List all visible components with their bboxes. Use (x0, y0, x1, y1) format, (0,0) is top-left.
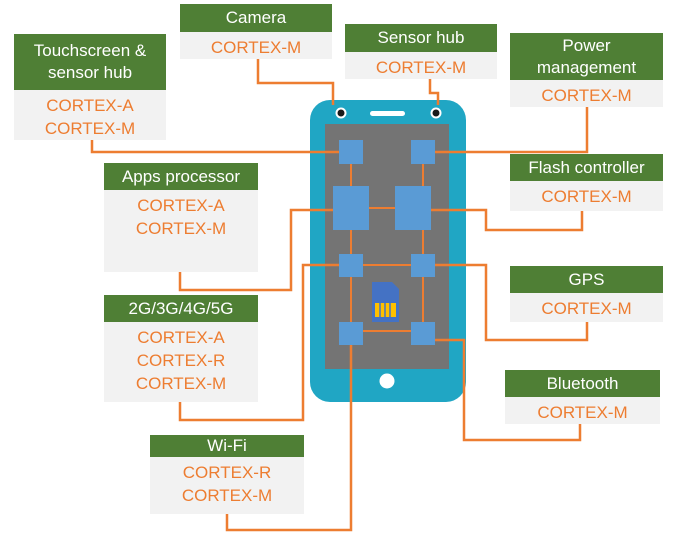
wire-apps (178, 208, 333, 292)
gps-cores: CORTEX-M (510, 293, 663, 322)
front-camera-icon (335, 107, 347, 119)
bluetooth-box: Bluetooth CORTEX-M (505, 370, 660, 424)
touchscreen-title: Touchscreen & sensor hub (14, 34, 166, 90)
sensor-hub-title: Sensor hub (345, 24, 497, 52)
gps-title: GPS (510, 266, 663, 293)
modem-cores: CORTEX-A CORTEX-R CORTEX-M (104, 322, 258, 402)
sim-card-icon (372, 282, 399, 322)
chips (333, 140, 435, 345)
wire-bluetooth (435, 338, 582, 442)
flash-box: Flash controller CORTEX-M (510, 154, 663, 211)
wire-modem (178, 263, 339, 422)
wire-power (435, 107, 589, 154)
phone-speaker (370, 111, 405, 116)
internal-traces (350, 164, 424, 332)
wire-sensor-hub (428, 79, 440, 105)
chip-apps-processor (333, 186, 369, 230)
touchscreen-cores: CORTEX-A CORTEX-M (14, 90, 166, 140)
touchscreen-box: Touchscreen & sensor hub CORTEX-A CORTEX… (14, 34, 166, 140)
bluetooth-title: Bluetooth (505, 370, 660, 397)
chip-flash (395, 186, 431, 230)
chip-gps (411, 254, 435, 277)
connector-wires (90, 59, 589, 532)
camera-box: Camera CORTEX-M (180, 4, 332, 59)
flash-cores: CORTEX-M (510, 181, 663, 211)
wifi-cores: CORTEX-R CORTEX-M (150, 457, 304, 514)
chip-wifi (339, 322, 363, 345)
home-button (379, 373, 395, 389)
power-cores: CORTEX-M (510, 80, 663, 107)
wire-gps (435, 263, 589, 342)
camera-title: Camera (180, 4, 332, 32)
wire-camera (256, 59, 335, 105)
apps-processor-cores: CORTEX-A CORTEX-M (104, 190, 258, 272)
chip-modem (339, 254, 363, 277)
sensor-hub-box: Sensor hub CORTEX-M (345, 24, 497, 79)
power-box: Power management CORTEX-M (510, 33, 663, 107)
apps-processor-box: Apps processor CORTEX-A CORTEX-M (104, 163, 258, 272)
modem-title: 2G/3G/4G/5G (104, 295, 258, 322)
apps-processor-title: Apps processor (104, 163, 258, 190)
wire-touchscreen (90, 140, 339, 154)
sensor-hub-cores: CORTEX-M (345, 52, 497, 79)
wire-flash (431, 208, 584, 232)
chip-power (411, 140, 435, 164)
chip-bluetooth (411, 322, 435, 345)
power-title: Power management (510, 33, 663, 80)
flash-title: Flash controller (510, 154, 663, 181)
sensor-icon (430, 107, 442, 119)
modem-box: 2G/3G/4G/5G CORTEX-A CORTEX-R CORTEX-M (104, 295, 258, 402)
chip-touchscreen (339, 140, 363, 164)
wifi-box: Wi-Fi CORTEX-R CORTEX-M (150, 435, 304, 514)
gps-box: GPS CORTEX-M (510, 266, 663, 322)
wifi-title: Wi-Fi (150, 435, 304, 457)
camera-cores: CORTEX-M (180, 32, 332, 59)
wire-wifi (225, 345, 353, 532)
bluetooth-cores: CORTEX-M (505, 397, 660, 424)
